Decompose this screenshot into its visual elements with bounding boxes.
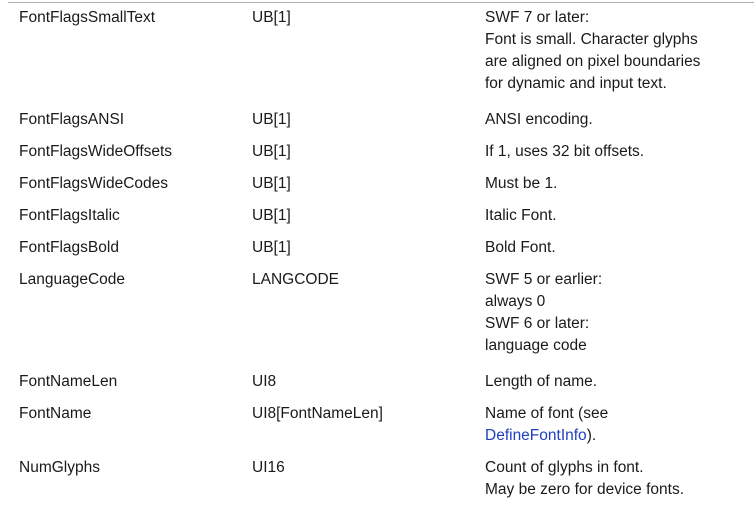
field-name: FontFlagsWideOffsets [19,143,173,160]
table-row: FontFlagsBold UB[1] Bold Font. [8,233,754,265]
field-comment: Name of font (see DefineFontInfo). [474,399,754,453]
table-row: FontNameLen UI8 Length of name. [8,367,754,399]
comment-line: Count of glyphs in font. [485,459,644,476]
table-row: FontFlagsWideCodes UB[1] Must be 1. [8,169,754,201]
field-spec-table: FontFlagsSmallText UB[1] SWF 7 or later:… [8,3,754,507]
field-type: UB[1] [252,175,291,192]
field-type: UB[1] [252,9,291,26]
define-font-info-link[interactable]: DefineFontInfo [485,427,587,444]
table-row: FontFlagsSmallText UB[1] SWF 7 or later:… [8,3,754,105]
table-row: LanguageCode LANGCODE SWF 5 or earlier: … [8,265,754,367]
field-type: LANGCODE [252,271,339,288]
field-name: FontFlagsItalic [19,207,120,224]
comment-line: for dynamic and input text. [485,75,667,92]
field-name: FontFlagsWideCodes [19,175,169,192]
comment-line: Font is small. Character glyphs [485,31,698,48]
field-name: NumGlyphs [19,459,100,476]
field-comment: Italic Font. [485,207,557,224]
comment-line: language code [485,337,587,354]
field-comment: SWF 5 or earlier: always 0 SWF 6 or late… [474,265,754,367]
field-name: FontNameLen [19,373,118,390]
field-comment: Must be 1. [485,175,558,192]
field-type: UI16 [252,459,285,476]
field-name: FontFlagsBold [19,239,119,256]
comment-line: always 0 [485,293,546,310]
field-type: UI8 [252,373,277,390]
field-comment: If 1, uses 32 bit offsets. [485,143,645,160]
field-type: UB[1] [252,111,291,128]
field-type: UB[1] [252,143,291,160]
comment-line: DefineFontInfo). [485,425,754,447]
table-row: FontFlagsItalic UB[1] Italic Font. [8,201,754,233]
comment-suffix: ). [586,427,597,444]
comment-line: are aligned on pixel boundaries [485,53,701,70]
field-name: FontFlagsSmallText [19,9,156,26]
field-type: UB[1] [252,239,291,256]
field-comment: Bold Font. [485,239,556,256]
field-comment: Count of glyphs in font. May be zero for… [474,453,754,507]
field-type: UI8[FontNameLen] [252,405,383,422]
table-top-rule [8,2,754,3]
field-comment: ANSI encoding. [485,111,593,128]
comment-line: SWF 7 or later: [485,9,590,26]
field-type: UB[1] [252,207,291,224]
table-row: FontFlagsANSI UB[1] ANSI encoding. [8,105,754,137]
table-row: FontName UI8[FontNameLen] Name of font (… [8,399,754,453]
field-comment: Length of name. [485,373,598,390]
comment-line: SWF 6 or later: [485,315,590,332]
field-comment: SWF 7 or later: Font is small. Character… [474,3,754,105]
table-row: FontFlagsWideOffsets UB[1] If 1, uses 32… [8,137,754,169]
comment-line: SWF 5 or earlier: [485,271,603,288]
table-row: NumGlyphs UI16 Count of glyphs in font. … [8,453,754,507]
field-name: FontFlagsANSI [19,111,125,128]
field-name: FontName [19,405,92,422]
field-name: LanguageCode [19,271,126,288]
comment-line: May be zero for device fonts. [485,481,685,498]
comment-line: Name of font (see [485,405,609,422]
